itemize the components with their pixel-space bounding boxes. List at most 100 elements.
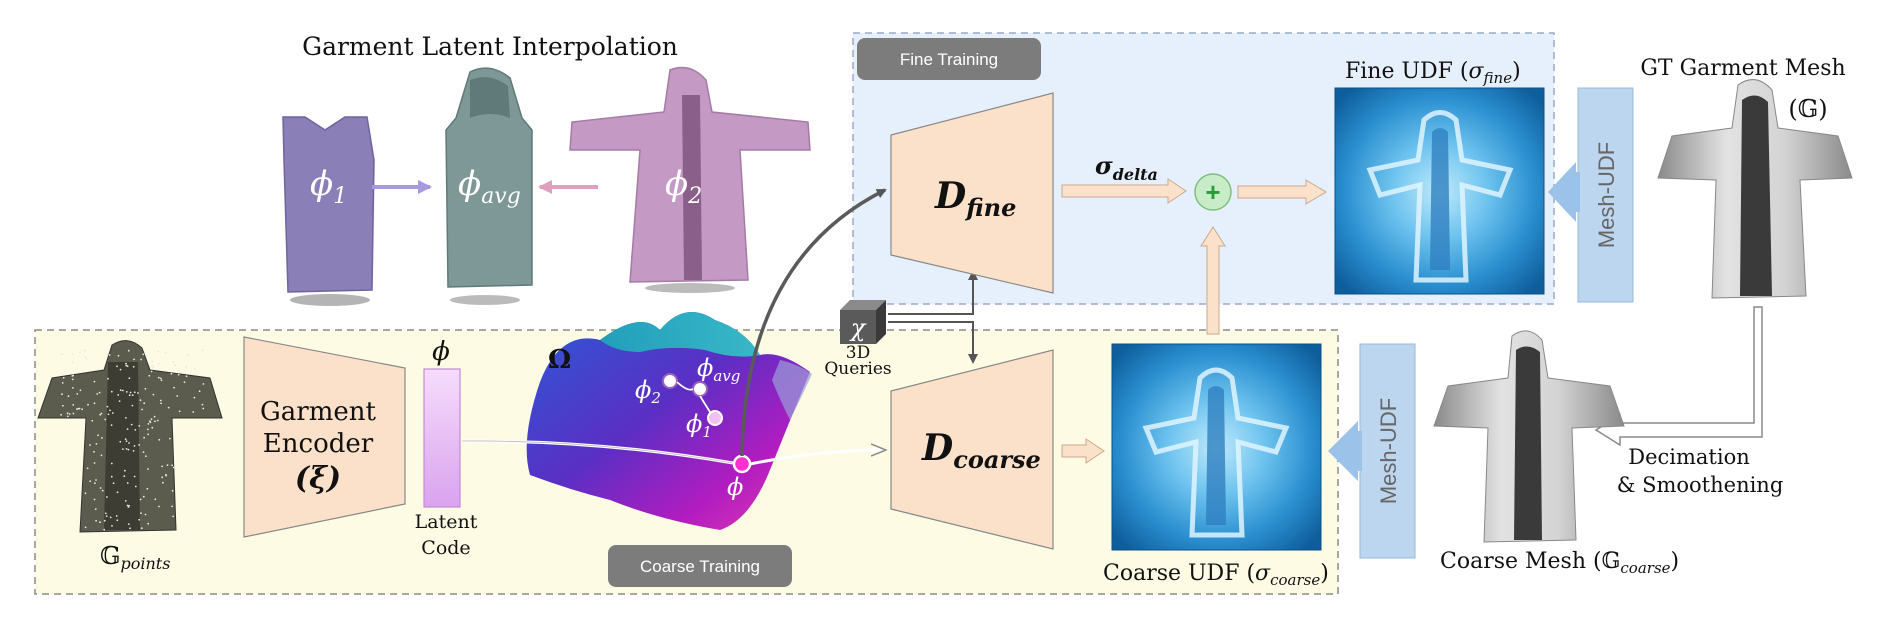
plus-sign: + (1205, 177, 1220, 207)
point-cloud-dot (161, 465, 164, 468)
point-cloud-dot (117, 394, 120, 396)
point-cloud-dot (153, 415, 156, 418)
point-cloud-dot (144, 513, 147, 516)
point-cloud-dot (157, 362, 160, 365)
point-cloud-dot (106, 405, 109, 408)
point-cloud-dot (183, 381, 186, 383)
latent-code-label-line2: Code (421, 537, 470, 559)
point-cloud-dot (117, 354, 120, 357)
point-cloud-dot (186, 354, 189, 357)
point-cloud-dot (158, 438, 161, 441)
point-cloud-dot (142, 495, 145, 498)
point-cloud-dot (103, 519, 106, 522)
fine-decoder-block (890, 92, 1054, 294)
point-cloud-dot (171, 505, 173, 508)
point-cloud-dot (129, 527, 131, 530)
point-cloud-dot (125, 440, 128, 442)
interpolation-title: Garment Latent Interpolation (302, 32, 678, 61)
point-cloud-dot (99, 487, 102, 489)
point-cloud-dot (138, 518, 141, 521)
point-cloud-dot (61, 382, 64, 384)
queries-cube: χ (840, 300, 886, 344)
point-cloud-dot (84, 526, 87, 529)
point-cloud-dot (85, 358, 88, 360)
point-cloud-dot (78, 407, 81, 410)
garment-encoder-block (243, 336, 406, 538)
point-cloud-dot (192, 411, 195, 413)
point-cloud-dot (176, 395, 179, 397)
point-cloud-dot (128, 394, 131, 397)
omega-label: Ω (548, 345, 571, 375)
latent-point-phi-avg (692, 381, 708, 397)
point-cloud-dot (128, 377, 131, 380)
coarse-decoder-block (890, 349, 1054, 550)
arrow-mesh-udf-to-fine (1548, 162, 1580, 222)
mesh-udf-block-top (1577, 87, 1634, 303)
point-cloud-dot (125, 417, 127, 419)
svg-text:ϕ1: ϕ1 (310, 164, 347, 209)
point-cloud-dot (160, 402, 163, 405)
point-cloud-dot (143, 436, 146, 439)
point-cloud-dot (103, 528, 106, 531)
point-cloud-dot (115, 515, 118, 517)
arrow-mesh-udf-to-coarse (1328, 421, 1362, 481)
point-cloud-dot (72, 387, 74, 389)
point-cloud-dot (152, 393, 155, 396)
encoder-label-line2: Encoder (263, 429, 374, 459)
point-cloud-dot (72, 404, 75, 406)
gt-mesh-title: GT Garment Mesh (1640, 56, 1845, 81)
point-cloud-dot (143, 402, 146, 405)
point-cloud-dot (139, 498, 142, 501)
point-cloud-dot (165, 473, 167, 476)
point-cloud-dot (110, 390, 113, 393)
point-cloud-dot (146, 487, 149, 490)
point-cloud-dot (93, 380, 96, 383)
point-cloud-dot (159, 399, 162, 402)
point-cloud-dot (171, 464, 174, 467)
point-cloud-dot (81, 408, 83, 411)
point-cloud-dot (151, 426, 154, 429)
fine-training-badge (857, 38, 1041, 80)
point-cloud-dot (154, 420, 156, 423)
coarse-mesh-label: Coarse Mesh (𝔾coarse) (1440, 549, 1679, 577)
arrow-queries-to-fine (888, 270, 978, 315)
arrow-coarse-udf-to-plus (1200, 226, 1226, 335)
point-cloud-dot (126, 428, 129, 430)
coarse-udf-label: Coarse UDF (σcoarse) (1103, 561, 1329, 589)
point-cloud-dot (60, 413, 62, 416)
point-cloud-dot (174, 364, 176, 366)
point-cloud-dot (134, 429, 137, 431)
point-cloud-dot (147, 522, 150, 525)
mesh-udf-top-label: Mesh-UDF (1594, 142, 1619, 248)
latent-code-label-line1: Latent (415, 511, 478, 533)
coarse-training-badge (608, 545, 792, 587)
latent-point-phi (732, 454, 752, 474)
point-cloud-dot (96, 393, 99, 395)
point-cloud-dot (118, 400, 121, 402)
point-cloud-dot (61, 353, 63, 356)
point-cloud-dot (201, 403, 204, 406)
gt-mesh-symbol: (𝔾) (1788, 95, 1827, 123)
latent-phi-avg-label: ϕavg (697, 354, 740, 385)
point-cloud-dot (142, 451, 145, 453)
point-cloud-dot (104, 418, 107, 421)
arrow-queries-to-coarse (888, 321, 978, 364)
point-cloud-dot (156, 419, 159, 422)
point-cloud-dot (129, 391, 132, 394)
point-cloud-dot (162, 481, 164, 484)
point-cloud-dot (132, 450, 135, 452)
coarse-decoder-label: Dcoarse (921, 427, 1041, 474)
point-cloud-dot (171, 489, 174, 492)
point-cloud-dot (172, 361, 175, 363)
fine-decoder-label: Dfine (934, 175, 1016, 222)
encoder-label-line1: Garment (260, 397, 376, 427)
latent-code-bar (423, 368, 461, 508)
plus-node (1194, 173, 1232, 211)
point-cloud-dot (76, 393, 79, 395)
point-cloud-dot (84, 355, 87, 358)
latent-phi-point-label: ϕ (727, 473, 743, 501)
point-cloud-dot (68, 413, 71, 415)
point-cloud-dot (172, 466, 175, 469)
point-cloud-dot (111, 525, 113, 527)
point-cloud-dot (161, 476, 164, 479)
